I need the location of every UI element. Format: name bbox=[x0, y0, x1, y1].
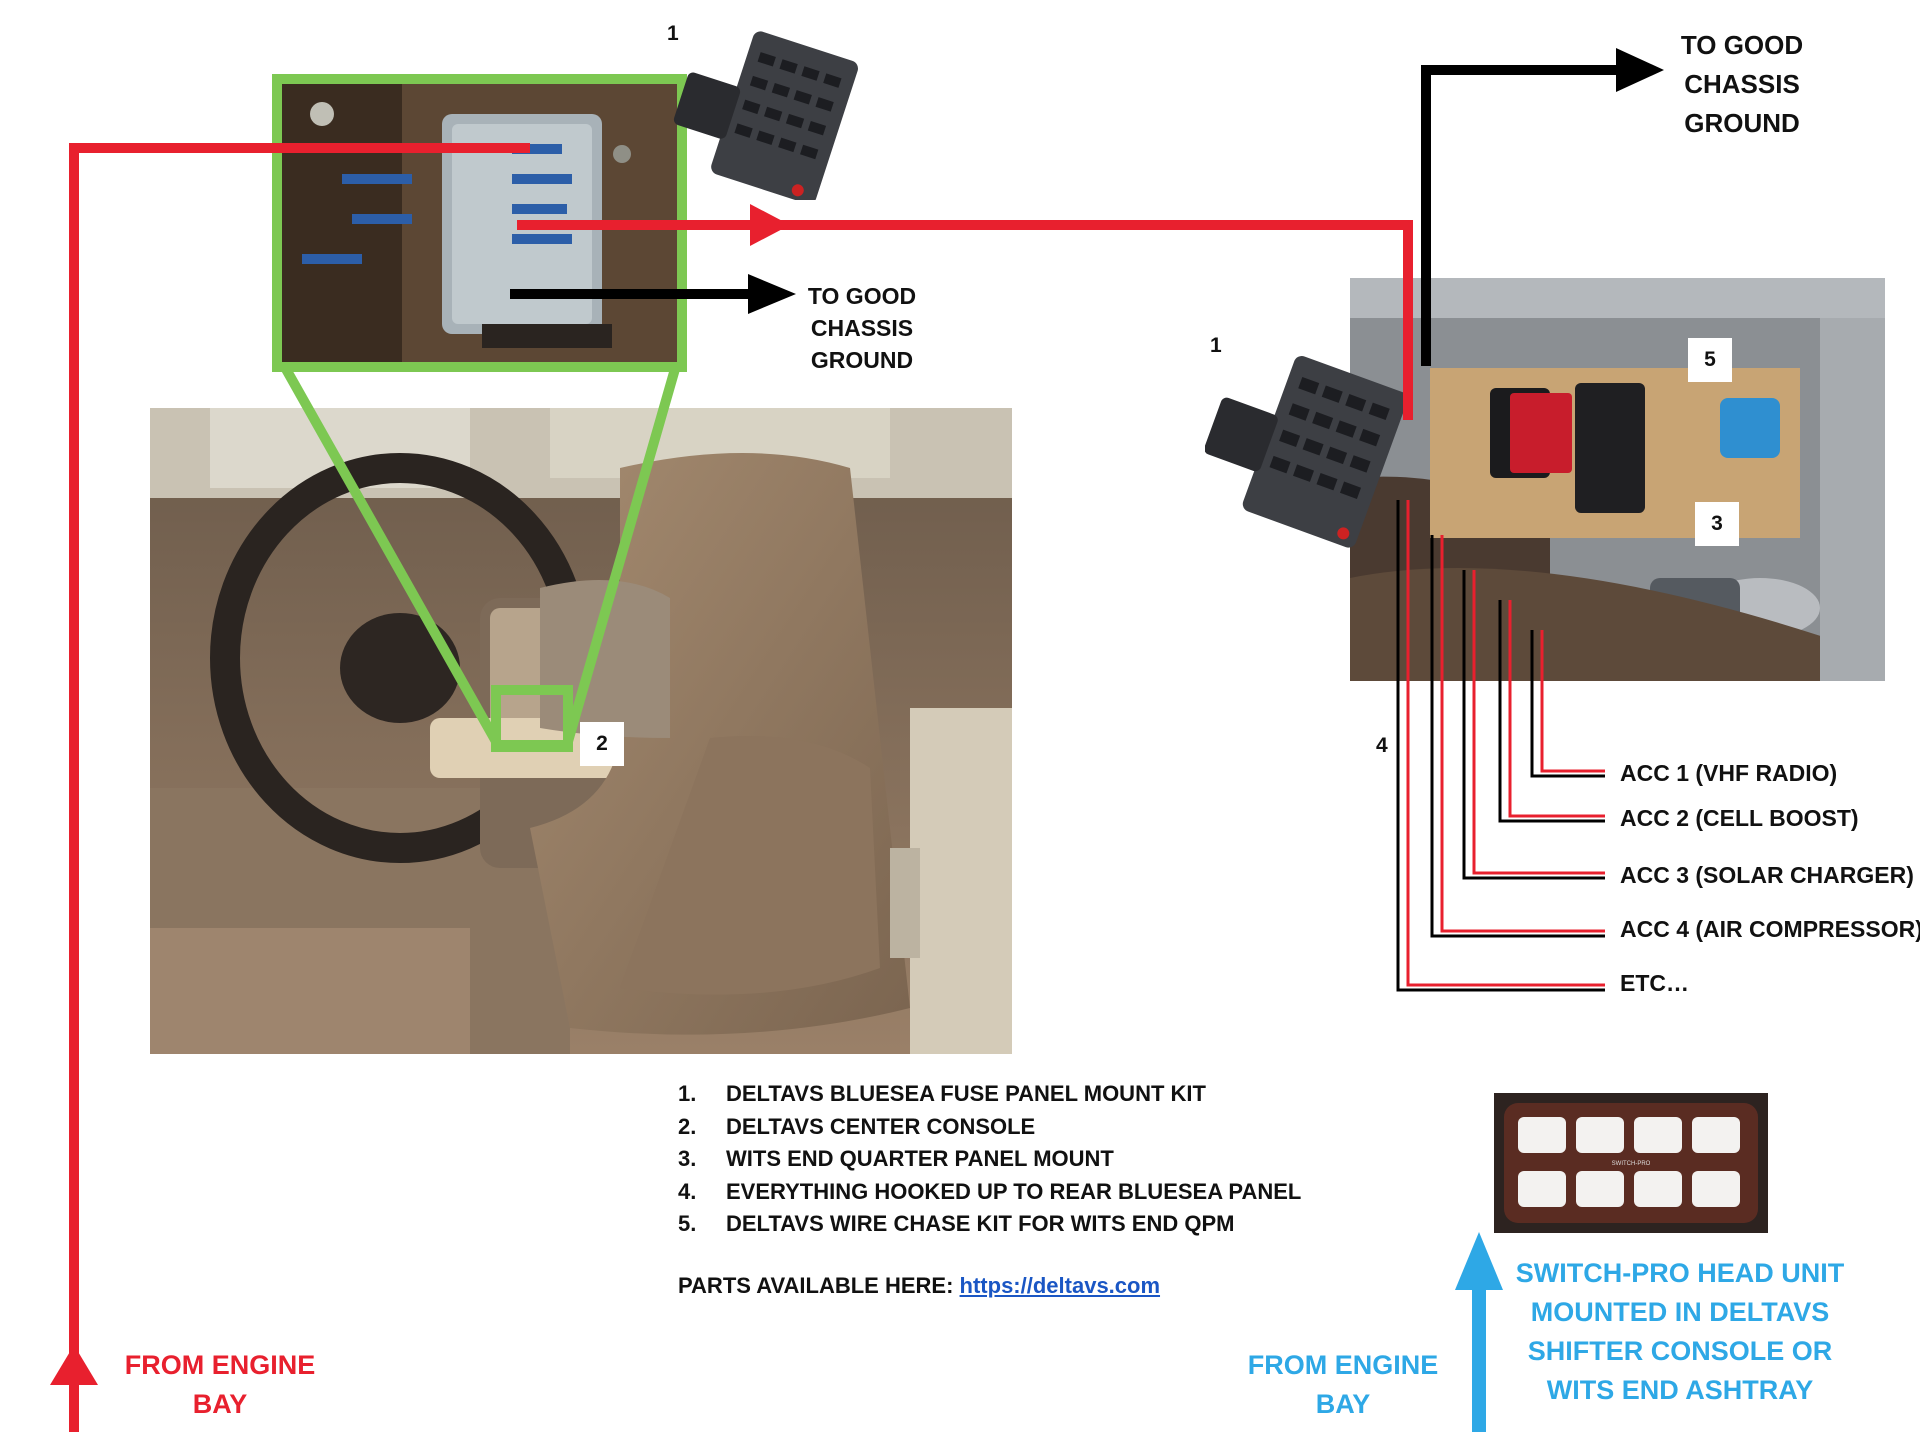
acc-label-2: ACC 2 (CELL BOOST) bbox=[1620, 805, 1859, 831]
mid-ground-label: TO GOOD CHASSIS GROUND bbox=[807, 283, 917, 373]
top-ground-wire bbox=[1421, 65, 1620, 366]
acc-label-etc: ETC… bbox=[1620, 970, 1689, 996]
from-engine-bay-red: FROM ENGINE BAY bbox=[124, 1350, 316, 1419]
fuse-panel-product-right bbox=[1205, 350, 1420, 550]
legend-item: 2.DELTAVS CENTER CONSOLE bbox=[678, 1113, 1036, 1139]
marker-fuse-panel-right: 1 bbox=[1210, 334, 1222, 357]
parts-link[interactable]: https://deltavs.com bbox=[959, 1273, 1161, 1298]
legend-list: 1.DELTAVS BLUESEA FUSE PANEL MOUNT KIT 2… bbox=[678, 1078, 1301, 1241]
marker-wire-chase: 5 bbox=[1688, 338, 1732, 382]
acc-label-4: ACC 4 (AIR COMPRESSOR) bbox=[1620, 916, 1920, 942]
blue-feed-arrowhead bbox=[1455, 1232, 1503, 1290]
red-mid-arrowhead bbox=[750, 204, 790, 246]
marker-console: 2 bbox=[580, 722, 624, 766]
legend-item: 3.WITS END QUARTER PANEL MOUNT bbox=[678, 1146, 1114, 1171]
accessory-wires bbox=[1396, 500, 1605, 992]
switch-pro-badge: SWITCH-PRO bbox=[1612, 1161, 1651, 1167]
interior-scene bbox=[150, 408, 1012, 1054]
fuse-panel-product-top bbox=[670, 28, 870, 200]
top-ground-arrowhead bbox=[1616, 48, 1664, 92]
quarter-panel-scene bbox=[1350, 278, 1885, 681]
acc-label-1: ACC 1 (VHF RADIO) bbox=[1620, 760, 1838, 786]
red-power-feed-wire bbox=[69, 143, 530, 1432]
acc-label-3: ACC 3 (SOLAR CHARGER) bbox=[1620, 862, 1914, 888]
console-highlight-box bbox=[491, 685, 573, 752]
interior-photo bbox=[150, 408, 1012, 1054]
red-wire-to-rear bbox=[517, 220, 1413, 420]
switch-pro-photo: SWITCH-PRO bbox=[1494, 1093, 1768, 1233]
marker-fuse-panel-top: 1 bbox=[667, 22, 679, 45]
legend-item: 4.EVERYTHING HOOKED UP TO REAR BLUESEA P… bbox=[678, 1178, 1302, 1204]
parts-available: PARTS AVAILABLE HERE: https://deltavs.co… bbox=[678, 1273, 1160, 1299]
mid-ground-arrowhead bbox=[748, 274, 796, 314]
parts-label: PARTS AVAILABLE HERE: bbox=[678, 1273, 954, 1298]
marker-hooked-up: 4 bbox=[1376, 734, 1388, 757]
from-engine-bay-blue: FROM ENGINE BAY bbox=[1247, 1350, 1439, 1419]
red-feed-arrowhead bbox=[50, 1345, 98, 1385]
top-ground-label: TO GOOD CHASSIS GROUND bbox=[1680, 30, 1804, 138]
legend-item: 1.DELTAVS BLUESEA FUSE PANEL MOUNT KIT bbox=[678, 1081, 1206, 1106]
switch-pro-description: SWITCH-PRO HEAD UNIT MOUNTED IN DELTAVS … bbox=[1515, 1258, 1845, 1405]
marker-quarter-panel: 3 bbox=[1695, 502, 1739, 546]
fuse-panel-product-right-art bbox=[1205, 355, 1408, 548]
legend-item: 5.DELTAVS WIRE CHASE KIT FOR WITS END QP… bbox=[678, 1211, 1235, 1236]
quarter-panel-photo bbox=[1350, 278, 1885, 681]
fuse-panel-product-top-art bbox=[673, 31, 858, 200]
switch-pro-art: SWITCH-PRO bbox=[1494, 1093, 1768, 1233]
